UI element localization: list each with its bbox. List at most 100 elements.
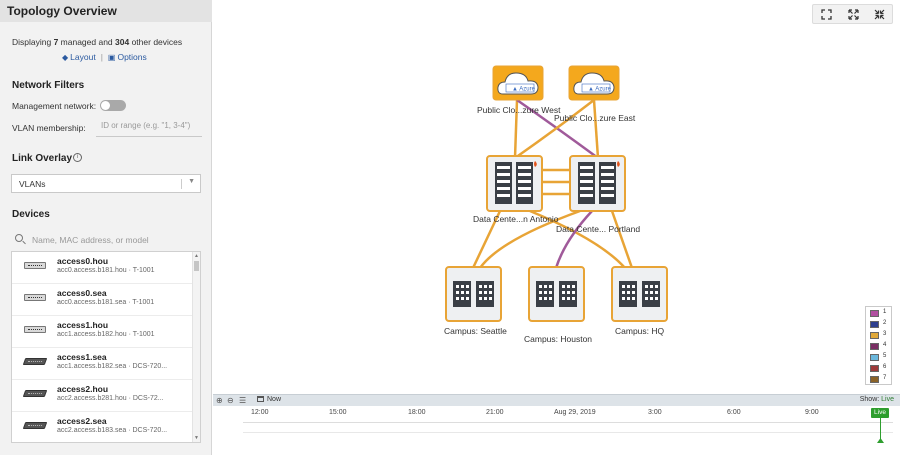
switch-icon xyxy=(24,262,46,269)
info-icon[interactable]: i xyxy=(73,153,82,162)
timeline-tick: 18:00 xyxy=(408,409,426,416)
device-search-placeholder: Name, MAC address, or model xyxy=(32,235,149,245)
view-controls xyxy=(812,4,893,24)
node-label-campus-hq: Campus: HQ xyxy=(615,326,665,336)
timeline-axis[interactable] xyxy=(243,422,893,423)
device-list-scrollbar[interactable]: ▲ ▼ xyxy=(192,252,200,442)
azure-badge-west: ▲ Azure xyxy=(512,87,536,93)
management-network-toggle[interactable] xyxy=(100,100,126,111)
live-marker-handle[interactable] xyxy=(877,438,884,443)
legend-id: 6 xyxy=(883,364,887,370)
legend-swatch xyxy=(870,354,879,361)
device-name: access1.sea xyxy=(57,352,107,362)
node-campus-hq[interactable] xyxy=(611,266,668,322)
search-icon xyxy=(15,234,23,242)
zoom-in-icon[interactable]: ⊕ xyxy=(216,396,223,405)
device-detail: acc1.access.b182.sea · DCS-720... xyxy=(57,363,168,370)
options-link[interactable]: ▣Options xyxy=(108,52,147,62)
timeline-tick: 12:00 xyxy=(251,409,269,416)
now-label: Now xyxy=(267,396,282,403)
other-count: 304 xyxy=(115,37,130,47)
node-label-campus-seattle: Campus: Seattle xyxy=(444,326,507,336)
layout-link[interactable]: ◆Layout xyxy=(62,52,96,62)
legend-item[interactable]: 3 xyxy=(870,330,892,340)
tag-icon: ◆ xyxy=(62,53,69,62)
legend-id: 3 xyxy=(883,331,887,337)
expand-icon[interactable] xyxy=(848,9,859,20)
device-name: access2.sea xyxy=(57,416,107,426)
link-dc-pdx-seattle[interactable] xyxy=(478,209,581,269)
fit-view-icon[interactable] xyxy=(821,9,832,20)
now-button[interactable]: Now xyxy=(257,396,281,403)
legend-swatch xyxy=(870,343,879,350)
node-cloud-east[interactable]: ▲ Azure xyxy=(568,65,620,101)
node-cloud-west[interactable]: ▲ Azure xyxy=(492,65,544,101)
azure-badge-east: ▲ Azure xyxy=(588,87,612,93)
topology-graph: ▲ Azure ▲ Azure xyxy=(445,65,668,322)
show-label: Show: xyxy=(859,396,880,403)
legend-item[interactable]: 6 xyxy=(870,363,892,373)
node-campus-houston[interactable] xyxy=(528,266,585,322)
chevron-down-icon: ▼ xyxy=(188,178,195,185)
vlan-membership-input[interactable]: ID or range (e.g. "1, 3-4") xyxy=(96,121,202,137)
legend-item[interactable]: 1 xyxy=(870,308,892,318)
legend-id: 7 xyxy=(883,375,887,381)
timeline-track[interactable] xyxy=(243,432,893,433)
devices-heading: Devices xyxy=(12,209,50,220)
link-dc-pdx-hq[interactable] xyxy=(610,210,634,269)
scroll-down-icon[interactable]: ▼ xyxy=(194,435,199,441)
topology-canvas[interactable] xyxy=(213,0,900,395)
device-search-input[interactable]: Name, MAC address, or model xyxy=(11,231,201,249)
scroll-up-icon[interactable]: ▲ xyxy=(194,253,199,259)
legend-item[interactable]: 2 xyxy=(870,319,892,329)
show-mode[interactable]: Show: Live xyxy=(860,396,894,403)
calendar-icon xyxy=(257,396,264,402)
sidebar-actions: ◆Layout | ▣Options xyxy=(62,52,147,62)
device-name: access0.hou xyxy=(57,256,109,266)
node-dc-portland[interactable] xyxy=(569,155,626,212)
legend-item[interactable]: 4 xyxy=(870,341,892,351)
legend-item[interactable]: 7 xyxy=(870,374,892,384)
live-badge[interactable]: Live xyxy=(871,408,889,418)
link-dc-sa-seattle[interactable] xyxy=(471,210,502,269)
link-east-dc-sa[interactable] xyxy=(514,99,595,160)
select-divider xyxy=(181,179,182,189)
node-campus-seattle[interactable] xyxy=(445,266,502,322)
node-dc-san-antonio[interactable] xyxy=(486,155,543,212)
link-west-dc-sa[interactable] xyxy=(513,99,519,159)
network-filters-heading: Network Filters xyxy=(12,80,85,91)
scrollbar-thumb[interactable] xyxy=(194,261,199,271)
layout-label: Layout xyxy=(70,52,96,62)
toggle-knob xyxy=(101,101,110,110)
device-detail: acc2.access.b183.sea · DCS-720... xyxy=(57,427,168,434)
link-west-dc-pdx[interactable] xyxy=(516,98,599,160)
link-overlay-select[interactable]: VLANs ▼ xyxy=(11,174,201,193)
legend-id: 4 xyxy=(883,342,887,348)
menu-icon[interactable]: ☰ xyxy=(239,396,247,405)
link-overlay-value: VLANs xyxy=(19,179,46,189)
live-marker-line[interactable] xyxy=(880,418,881,440)
separator: | xyxy=(100,52,103,62)
collapse-icon[interactable] xyxy=(874,9,885,20)
link-east-dc-pdx[interactable] xyxy=(592,99,600,159)
link-overlay-heading: Link Overlay xyxy=(12,153,73,164)
legend-item[interactable]: 5 xyxy=(870,352,892,362)
link-dc-pdx-houston[interactable] xyxy=(554,210,593,269)
switch-icon xyxy=(24,294,46,301)
briefcase-icon: ▣ xyxy=(107,53,116,62)
timeline-tick: 9:00 xyxy=(805,409,819,416)
node-label-dc-san-antonio: Data Cente...n Antonio xyxy=(473,214,559,224)
zoom-out-icon[interactable]: ⊖ xyxy=(227,396,234,405)
link-dc-sa-hq[interactable] xyxy=(529,209,626,269)
timeline-tick: 21:00 xyxy=(486,409,504,416)
managed-count: 7 xyxy=(53,37,59,47)
device-detail: acc1.access.b182.hou · T-1001 xyxy=(57,331,155,338)
timeline-toolbar: ⊕ ⊖ ☰ Now Show: Live xyxy=(213,394,900,406)
